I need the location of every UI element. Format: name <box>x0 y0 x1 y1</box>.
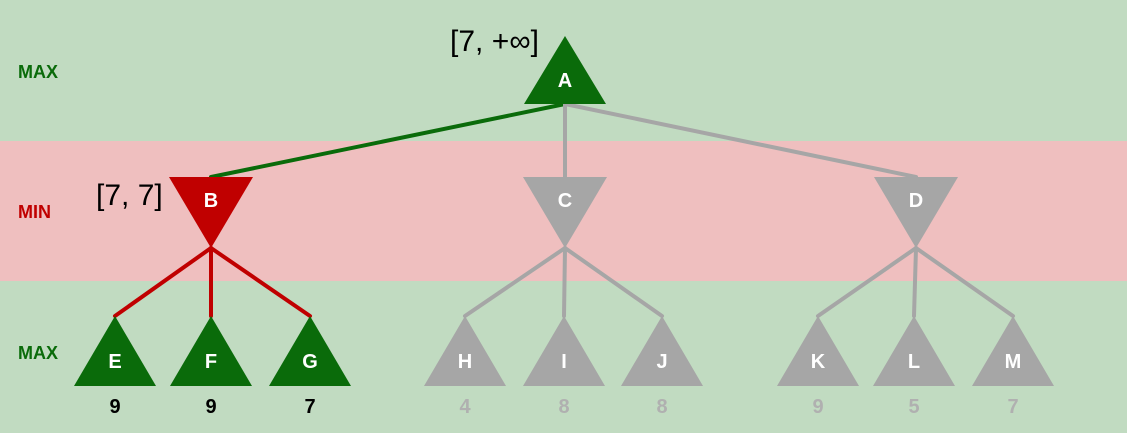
max-node-triangle <box>523 316 605 386</box>
node-f: F9 <box>170 316 252 418</box>
max-node-triangle <box>269 316 351 386</box>
node-d: D <box>874 177 958 248</box>
node-c: C <box>523 177 607 248</box>
leaf-value: 8 <box>558 396 569 418</box>
node-label: L <box>908 351 920 373</box>
leaf-value: 5 <box>908 396 919 418</box>
leaf-value: 7 <box>1007 396 1018 418</box>
edge-d-k <box>816 246 918 318</box>
edge-c-i <box>562 246 567 318</box>
min-node-triangle <box>169 177 253 248</box>
node-label: E <box>108 351 121 373</box>
node-label: B <box>204 190 218 212</box>
tree-edges <box>113 102 1015 318</box>
edge-d-l <box>912 246 918 318</box>
node-label: K <box>811 351 826 373</box>
leaf-value: 4 <box>459 396 471 418</box>
edge-d-m <box>914 246 1015 318</box>
min-node-triangle <box>874 177 958 248</box>
edge-c-h <box>463 246 567 318</box>
node-label: D <box>909 190 923 212</box>
leaf-value: 9 <box>812 396 823 418</box>
max-node-triangle <box>873 316 955 386</box>
node-label: G <box>302 351 318 373</box>
node-label: A <box>558 70 572 92</box>
level-labels: MAX MIN MAX <box>18 62 58 363</box>
node-label: M <box>1005 351 1022 373</box>
max-node-triangle <box>424 316 506 386</box>
node-j: J8 <box>621 316 703 418</box>
node-i: I8 <box>523 316 605 418</box>
max-node-triangle <box>74 316 156 386</box>
max-node-triangle <box>777 316 859 386</box>
max-node-triangle <box>972 316 1054 386</box>
leaf-value: 9 <box>109 396 120 418</box>
edge-a-b <box>209 102 567 179</box>
level-label-3: MAX <box>18 343 58 363</box>
leaf-value: 7 <box>304 396 315 418</box>
leaf-value: 8 <box>656 396 667 418</box>
node-e: E9 <box>74 316 156 418</box>
leaf-value: 9 <box>205 396 216 418</box>
level-label-2: MIN <box>18 202 51 222</box>
level-label-1: MAX <box>18 62 58 82</box>
edge-a-d <box>563 102 918 179</box>
node-a: A <box>524 36 606 104</box>
bound-annotations: [7, +∞] [7, 7] <box>96 25 539 212</box>
node-g: G7 <box>269 316 351 418</box>
node-m: M7 <box>972 316 1054 418</box>
node-k: K9 <box>777 316 859 418</box>
node-h: H4 <box>424 316 506 418</box>
bounds-annotation-a: [7, +∞] <box>450 25 539 58</box>
max-node-triangle <box>170 316 252 386</box>
node-l: L5 <box>873 316 955 418</box>
edge-b-e <box>113 246 213 318</box>
min-node-triangle <box>523 177 607 248</box>
max-node-triangle <box>524 36 606 104</box>
bounds-annotation-b: [7, 7] <box>96 179 163 212</box>
node-label: C <box>558 190 572 212</box>
node-label: I <box>561 351 567 373</box>
node-label: F <box>205 351 217 373</box>
node-label: H <box>458 351 472 373</box>
edge-c-j <box>563 246 664 318</box>
node-label: J <box>656 351 667 373</box>
node-b: B <box>169 177 253 248</box>
max-node-triangle <box>621 316 703 386</box>
edge-b-g <box>209 246 312 318</box>
